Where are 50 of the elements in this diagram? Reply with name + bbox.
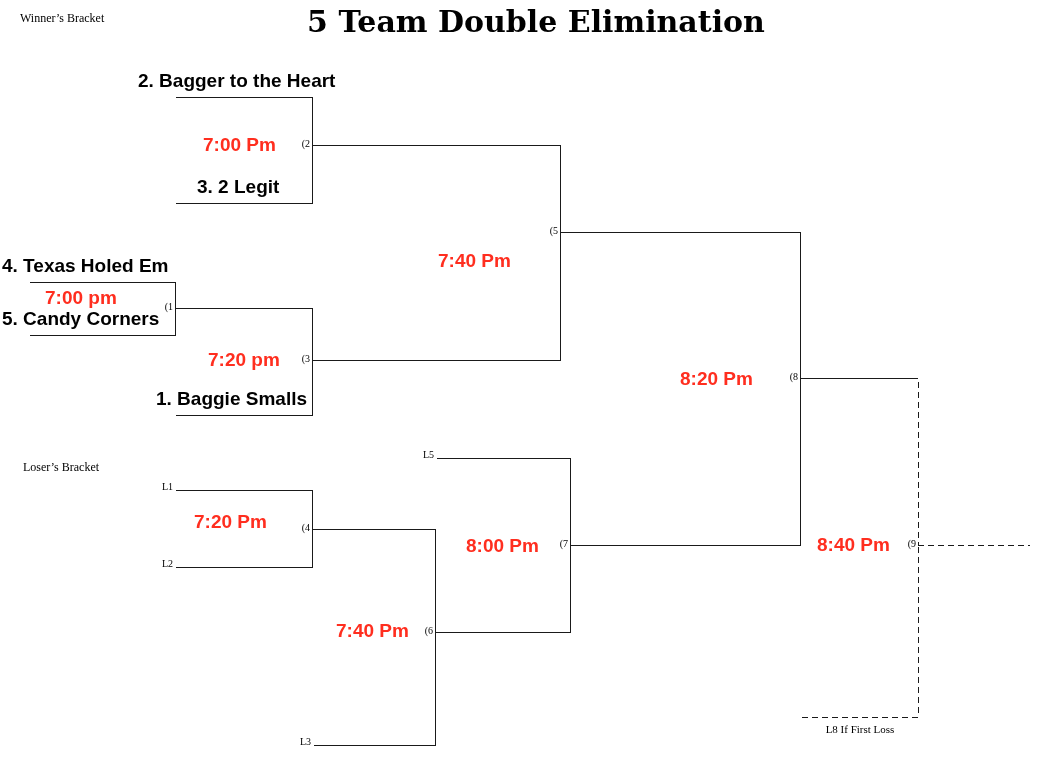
match-time: 8:00 Pm <box>466 536 539 556</box>
game-number: (6 <box>424 625 435 637</box>
match-time: 7:20 pm <box>208 350 280 370</box>
bracket-line <box>29 307 176 336</box>
bracket-line <box>434 544 571 633</box>
match-time: 7:20 Pm <box>194 512 267 532</box>
bracket-line <box>175 489 313 530</box>
game-number: (7 <box>559 538 570 550</box>
bracket-line <box>311 231 561 361</box>
game-number: (9 <box>907 538 918 550</box>
bracket-line <box>799 377 919 546</box>
bracket-line <box>29 281 176 309</box>
slot-label: L2 <box>161 558 176 570</box>
bracket-line <box>175 359 313 416</box>
bracket-line <box>174 307 313 361</box>
team-name: 1. Baggie Smalls <box>156 389 307 415</box>
section-label: Loser’s Bracket <box>23 460 100 474</box>
match-time: 7:00 pm <box>45 288 117 308</box>
bracket-line <box>559 231 801 379</box>
match-time: 7:40 Pm <box>336 621 409 641</box>
title: 5 Team Double Elimination <box>307 4 765 40</box>
bracket-line <box>175 96 313 146</box>
bracket-line <box>175 528 313 568</box>
slot-label: L8 If First Loss <box>802 717 918 736</box>
game-number: (8 <box>789 371 800 383</box>
game-number: (3 <box>301 353 312 365</box>
bracket-line <box>311 528 436 633</box>
bracket-line <box>801 544 919 718</box>
bracket-line <box>313 631 436 746</box>
section-label: Winner’s Bracket <box>20 11 105 25</box>
bracket-line <box>311 144 561 233</box>
team-name: 5. Candy Corners <box>2 309 160 335</box>
team-name: 2. Bagger to the Heart <box>138 71 336 97</box>
slot-label: L5 <box>422 449 437 461</box>
team-name: 3. 2 Legit <box>176 177 312 203</box>
game-number: (5 <box>549 225 560 237</box>
bracket-line <box>917 544 1031 546</box>
match-time: 7:00 Pm <box>203 135 276 155</box>
game-number: (4 <box>301 522 312 534</box>
bracket-line <box>436 457 571 546</box>
bracket-line <box>569 377 801 546</box>
slot-label: L1 <box>161 481 176 493</box>
game-number: (2 <box>301 138 312 150</box>
slot-label: L3 <box>299 736 314 748</box>
match-time: 8:40 Pm <box>817 535 890 555</box>
bracket-line <box>175 144 313 204</box>
game-number: (1 <box>164 301 175 313</box>
team-name: 4. Texas Holed Em <box>2 256 169 282</box>
match-time: 8:20 Pm <box>680 369 753 389</box>
match-time: 7:40 Pm <box>438 251 511 271</box>
